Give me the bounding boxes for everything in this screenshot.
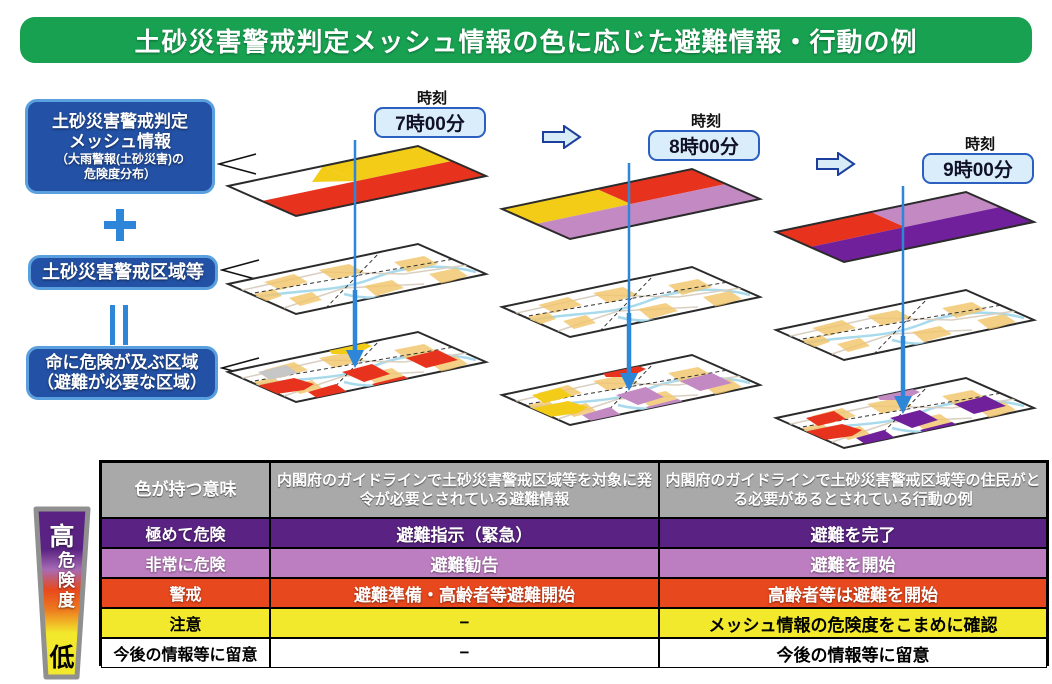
equals-icon <box>110 305 128 345</box>
page-title: 土砂災害警戒判定メッシュ情報の色に応じた避難情報・行動の例 <box>20 17 1032 63</box>
mesh-info-line: 土砂災害警戒判定 <box>52 112 188 132</box>
cell-meaning-very-dangerous: 非常に危険 <box>101 548 270 578</box>
timeline-column-9h: 時刻 9時00分 <box>770 131 1038 461</box>
layer-stack <box>501 163 761 426</box>
time-caption: 時刻 <box>690 113 721 130</box>
evacuation-table: 色が持つ意味 内閣府のガイドラインで土砂災害警戒区域等を対象に発令が必要とされて… <box>99 460 1049 668</box>
connector-line <box>220 259 260 281</box>
cell-action-warning: 高齢者等は避難を開始 <box>659 578 1047 608</box>
cell-action-very-dangerous: 避難を開始 <box>659 548 1047 578</box>
mesh-layer <box>775 191 1035 263</box>
cell-info-extreme: 避難指示（緊急） <box>270 518 659 548</box>
time-value-badge: 8時00分 <box>648 130 760 161</box>
layer-stack <box>775 186 1035 449</box>
down-arrow-icon <box>346 350 364 368</box>
cell-action-stay-informed: 今後の情報等に留意 <box>659 638 1047 668</box>
next-time-arrow-icon <box>542 125 582 149</box>
cell-info-warning: 避難準備・高齢者等避難開始 <box>270 578 659 608</box>
plus-icon <box>104 209 136 241</box>
timeline-column-7h: 時刻 7時00分 <box>222 85 490 415</box>
danger-zone-line: 命に危険が及ぶ区域 <box>45 352 199 372</box>
cell-meaning-extreme: 極めて危険 <box>101 518 270 548</box>
warning-zone-label: 土砂災害警戒区域等 <box>42 261 204 282</box>
time-caption: 時刻 <box>416 90 447 107</box>
time-caption: 時刻 <box>964 136 995 153</box>
cell-action-caution: メッシュ情報の危険度をこまめに確認 <box>659 608 1047 638</box>
down-arrow-icon <box>894 396 912 414</box>
mesh-info-line: メッシュ情報 <box>69 132 171 152</box>
connector-line <box>217 153 257 175</box>
cell-info-very-dangerous: 避難勧告 <box>270 548 659 578</box>
table-header-action-example: 内閣府のガイドラインで土砂災害警戒区域等の住民がとる必要があるとされている行動の… <box>659 462 1047 518</box>
mesh-layer <box>501 168 761 240</box>
danger-zone-box: 命に危険が及ぶ区域 （避難が必要な区域） <box>26 346 218 400</box>
timeline-column-8h: 時刻 8時00分 <box>496 108 764 438</box>
table-header-evacuation-info: 内閣府のガイドラインで土砂災害警戒区域等を対象に発令が必要とされている避難情報 <box>270 462 659 518</box>
risk-high-label: 高 <box>49 523 75 551</box>
mesh-info-box: 土砂災害警戒判定 メッシュ情報 （大雨警報(土砂災害)の 危険度分布） <box>25 99 215 194</box>
cell-action-extreme: 避難を完了 <box>659 518 1047 548</box>
risk-low-label: 低 <box>49 644 75 672</box>
mesh-info-line: （大雨警報(土砂災害)の <box>56 152 184 167</box>
risk-axis-label: 危険度 <box>55 551 74 611</box>
risk-scale-bar <box>33 506 91 680</box>
time-value-badge: 9時00分 <box>922 153 1034 184</box>
warning-zone-box: 土砂災害警戒区域等 <box>28 255 218 290</box>
time-value-badge: 7時00分 <box>374 107 486 138</box>
cell-info-caution: − <box>270 608 659 638</box>
layer-stack <box>227 140 487 403</box>
next-time-arrow-icon <box>816 152 856 176</box>
cell-meaning-caution: 注意 <box>101 608 270 638</box>
cell-meaning-warning: 警戒 <box>101 578 270 608</box>
cell-meaning-stay-informed: 今後の情報等に留意 <box>101 638 270 668</box>
down-arrow-icon <box>620 373 638 391</box>
table-header-meaning: 色が持つ意味 <box>101 462 270 518</box>
danger-zone-line: （避難が必要な区域） <box>37 373 207 392</box>
mesh-layer <box>227 145 487 217</box>
mesh-info-line: 危険度分布） <box>83 166 156 181</box>
cell-info-stay-informed: − <box>270 638 659 668</box>
